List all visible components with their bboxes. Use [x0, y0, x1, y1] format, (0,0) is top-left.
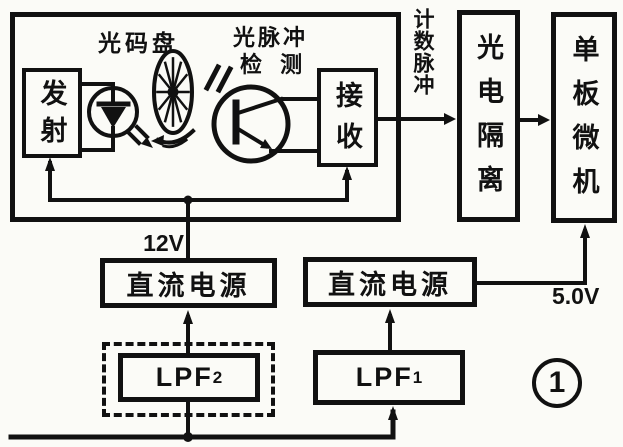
- light-ray-icon-right: [203, 63, 234, 94]
- arrow-to-isolator: [444, 113, 456, 125]
- junction-dot-12v: [183, 195, 193, 205]
- microcomputer-box: 单板微机: [551, 12, 617, 223]
- counting-pulse-label: 计数脉冲: [411, 8, 434, 96]
- arrow-up-to-emitter: [45, 157, 55, 171]
- pulse-detect-label-line1: 光脉冲: [233, 25, 309, 50]
- light-ray-icon-left: [125, 124, 150, 146]
- arrow-to-mcu: [538, 114, 550, 126]
- wire-5v: [475, 229, 587, 285]
- wire-feedback-bus: [48, 161, 349, 260]
- dc-power-right-box: 直流电源: [303, 257, 477, 307]
- dc-power-left-box: 直流电源: [100, 258, 277, 308]
- phototransistor-icon: [211, 84, 291, 164]
- opto-isolator-box: 光电隔离: [457, 10, 520, 222]
- lpf2-label: LPF: [155, 362, 213, 392]
- lpf2-subscript: 2: [212, 367, 223, 387]
- led-icon: [87, 86, 139, 138]
- lpf2-dashed-outline: [102, 342, 275, 417]
- pulse-detect-label-line2: 检 测: [240, 52, 309, 77]
- arrow-up-to-receiver: [342, 166, 352, 180]
- emitter-box: 发射: [22, 68, 82, 158]
- voltage-5v-label: 5.0V: [552, 283, 600, 309]
- lpf1-subscript: 1: [412, 367, 423, 387]
- wire-transistor-to-receiver: [269, 97, 319, 153]
- encoder-enclosure: [10, 12, 401, 222]
- arrow-to-lpf1: [388, 406, 398, 420]
- arrow-lpf1-to-dc: [385, 309, 395, 323]
- figure-number-badge: 1: [532, 358, 582, 408]
- receiver-box: 接收: [317, 68, 378, 167]
- rotation-arrowhead: [151, 135, 164, 146]
- arrow-5v-to-mcu: [580, 224, 590, 238]
- arrow-lpf2-to-dc: [183, 310, 193, 324]
- code-disk-icon: [152, 49, 194, 135]
- light-ray-arrowhead: [141, 137, 153, 148]
- lpf1-label: LPF: [355, 362, 413, 392]
- code-disk-label: 光码盘: [98, 30, 179, 56]
- voltage-12v-label: 12V: [143, 230, 184, 256]
